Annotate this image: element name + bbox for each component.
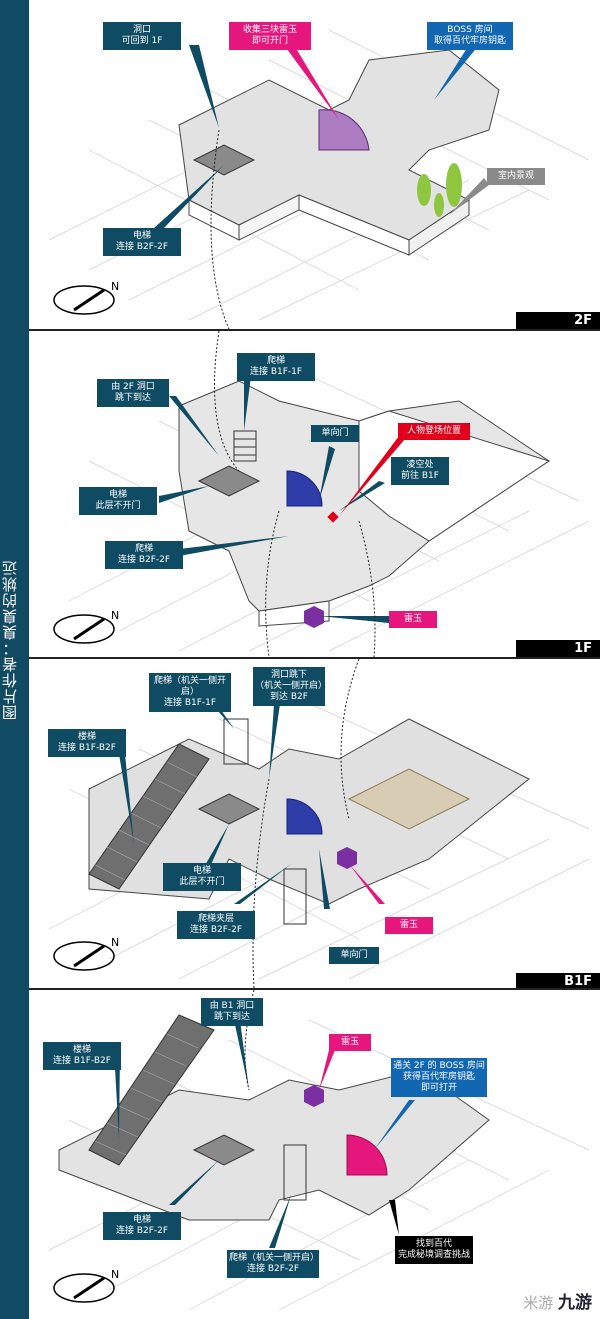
callout-b1f-oneway: 单向门	[329, 947, 379, 964]
callout-text: 电梯	[108, 490, 127, 500]
callout-text: 洞口	[132, 25, 151, 35]
floor-1f-panel: N 爬梯 连接 B1F-1F 由 2F 洞口 跳下到达 单向门 人物登场位置 凌…	[29, 331, 600, 657]
callout-text: 取得百代牢房钥匙	[433, 36, 506, 46]
svg-text:N: N	[111, 1268, 119, 1281]
callout-text: 连接 B1F-1F	[163, 698, 217, 708]
callout-text: 此层不开门	[95, 501, 141, 511]
callout-text: 洞口跳下	[270, 670, 307, 680]
svg-text:N: N	[111, 280, 119, 293]
callout-b1f-ladder2: 爬梯夹层 连接 B2F-2F	[177, 911, 255, 939]
floor-b2f-panel: N 由 B1 洞口 跳下到达 雷玉 楼梯 连接 B1F-B2F 通关 2F 的 …	[29, 990, 600, 1319]
callout-text: 由 2F 洞口	[111, 382, 155, 392]
callout-text: 到达 B2F	[270, 692, 308, 702]
callout-b1f-hole: 洞口跳下 （机关一侧开启） 到达 B2F	[253, 667, 328, 706]
callout-text: 即可开门	[251, 36, 288, 46]
callout-text: 楼梯	[72, 1045, 91, 1055]
callout-b2f-ladder: 爬梯（机关一侧开启） 连接 B2F-2F	[227, 1250, 319, 1278]
callout-2f-scenery: 室内景观	[487, 168, 545, 185]
callout-text: 室内景观	[497, 171, 534, 181]
callout-text: 连接 B2F-2F	[115, 242, 169, 252]
callout-text: 由 B1 洞口	[209, 1001, 255, 1011]
watermark-right: 九游	[558, 1293, 592, 1313]
svg-text:N: N	[111, 609, 119, 622]
svg-text:N: N	[111, 936, 119, 949]
callout-text: 完成秘境调查挑战	[397, 1250, 470, 1260]
callout-text: 爬梯	[266, 356, 285, 366]
callout-b2f-challenge: 找到百代 完成秘境调查挑战	[395, 1236, 473, 1264]
callout-b1f-ladder: 爬梯（机关一侧开启） 连接 B1F-1F	[149, 673, 231, 712]
callout-b2f-elevator: 电梯 连接 B2F-2F	[103, 1212, 181, 1240]
callout-text: 通关 2F 的 BOSS 房间	[393, 1061, 485, 1071]
callout-text: 单向门	[321, 428, 349, 438]
floor-divider	[29, 329, 600, 331]
floor-tag-1f: 1F	[516, 640, 600, 657]
callout-text: 雷玉	[399, 920, 418, 930]
callout-1f-elevator: 电梯 此层不开门	[79, 487, 157, 515]
callout-1f-void: 凌空处 前往 B1F	[391, 457, 449, 485]
callout-text: 爬梯	[134, 544, 153, 554]
callout-text: 收集三块雷玉	[242, 25, 297, 35]
callout-b2f-drop: 由 B1 洞口 跳下到达	[201, 998, 263, 1026]
callout-text: 连接 B2F-2F	[117, 555, 171, 565]
callout-text: BOSS 房间	[447, 25, 493, 35]
callout-text: 获得百代牢房钥匙	[402, 1072, 475, 1082]
callout-2f-collect: 收集三块雷玉 即可开门	[229, 22, 311, 50]
callout-text: 连接 B1F-1F	[249, 367, 303, 377]
watermark: 米游 九游	[523, 1288, 592, 1313]
callout-text: 找到百代	[415, 1239, 452, 1249]
callout-text: 即可打开	[420, 1083, 457, 1093]
callout-b2f-boss: 通关 2F 的 BOSS 房间 获得百代牢房钥匙 即可打开	[391, 1058, 487, 1097]
callout-text: 电梯	[132, 231, 151, 241]
callout-b1f-stairs: 楼梯 连接 B1F-B2F	[48, 729, 126, 757]
callout-text: 连接 B1F-B2F	[53, 1056, 111, 1066]
watermark-left: 米游	[523, 1294, 554, 1312]
callout-text: 连接 B2F-2F	[189, 925, 243, 935]
callout-text: 跳下到达	[213, 1012, 250, 1022]
floor-divider	[29, 988, 600, 990]
floor-tag-2f: 2F	[516, 312, 600, 329]
callout-1f-oneway: 单向门	[311, 425, 359, 442]
author-credit: 图片作者：臭臭的姚远	[1, 560, 19, 720]
callout-text: 单向门	[340, 950, 368, 960]
callout-b2f-orb: 雷玉	[329, 1034, 371, 1051]
callout-b1f-elevator: 电梯 此层不开门	[163, 863, 241, 891]
callout-text: 连接 B1F-B2F	[58, 743, 116, 753]
floor-b1f-panel: N 爬梯（机关一侧开启） 连接 B1F-1F 洞口跳下 （机关一侧开启） 到达 …	[29, 659, 600, 988]
callout-text: 可回到 1F	[121, 36, 163, 46]
callout-text: 雷玉	[403, 614, 422, 624]
floor-divider	[29, 657, 600, 659]
callout-text: 跳下到达	[114, 393, 151, 403]
callout-text: 连接 B2F-2F	[115, 1226, 169, 1236]
callout-text: 人物登场位置	[406, 426, 461, 436]
floor-tag-b1f: B1F	[516, 973, 600, 988]
callout-1f-drop: 由 2F 洞口 跳下到达	[97, 379, 169, 407]
callout-text: 前往 B1F	[401, 471, 439, 481]
floor-b2f-map: N	[48, 990, 590, 1311]
callout-text: 电梯	[132, 1215, 151, 1225]
callout-b2f-stairs: 楼梯 连接 B1F-B2F	[43, 1042, 121, 1070]
callout-text: 爬梯（机关一侧开启）	[229, 1253, 320, 1263]
callout-2f-hole: 洞口 可回到 1F	[103, 22, 181, 50]
callout-text: 电梯	[192, 866, 211, 876]
callout-text: 此层不开门	[179, 877, 225, 887]
callout-text: 爬梯夹层	[197, 914, 234, 924]
callout-2f-boss: BOSS 房间 取得百代牢房钥匙	[427, 22, 513, 50]
floor-2f-map: N	[48, 29, 590, 329]
callout-1f-spawn: 人物登场位置	[398, 423, 470, 440]
callout-text: （机关一侧开启）	[255, 681, 328, 691]
floor-2f-panel: N 洞口 可回到 1F 收集三块雷玉 即可开门 BOSS 房间 取得百代牢房钥匙…	[29, 0, 600, 329]
callout-2f-elevator: 电梯 连接 B2F-2F	[103, 228, 181, 256]
callout-text: 连接 B2F-2F	[246, 1264, 300, 1274]
callout-text: 楼梯	[77, 732, 96, 742]
callout-text: 爬梯（机关一侧开启）	[153, 676, 226, 697]
callout-1f-ladder: 爬梯 连接 B1F-1F	[237, 353, 315, 381]
callout-b1f-orb: 雷玉	[385, 917, 433, 934]
floor-b1f-map: N	[48, 659, 590, 988]
callout-1f-orb: 雷玉	[389, 611, 437, 628]
sidebar: 图片作者：臭臭的姚远	[0, 0, 29, 1319]
callout-text: 雷玉	[340, 1037, 359, 1047]
callout-text: 凌空处	[406, 460, 434, 470]
callout-1f-ladder2: 爬梯 连接 B2F-2F	[105, 541, 183, 569]
